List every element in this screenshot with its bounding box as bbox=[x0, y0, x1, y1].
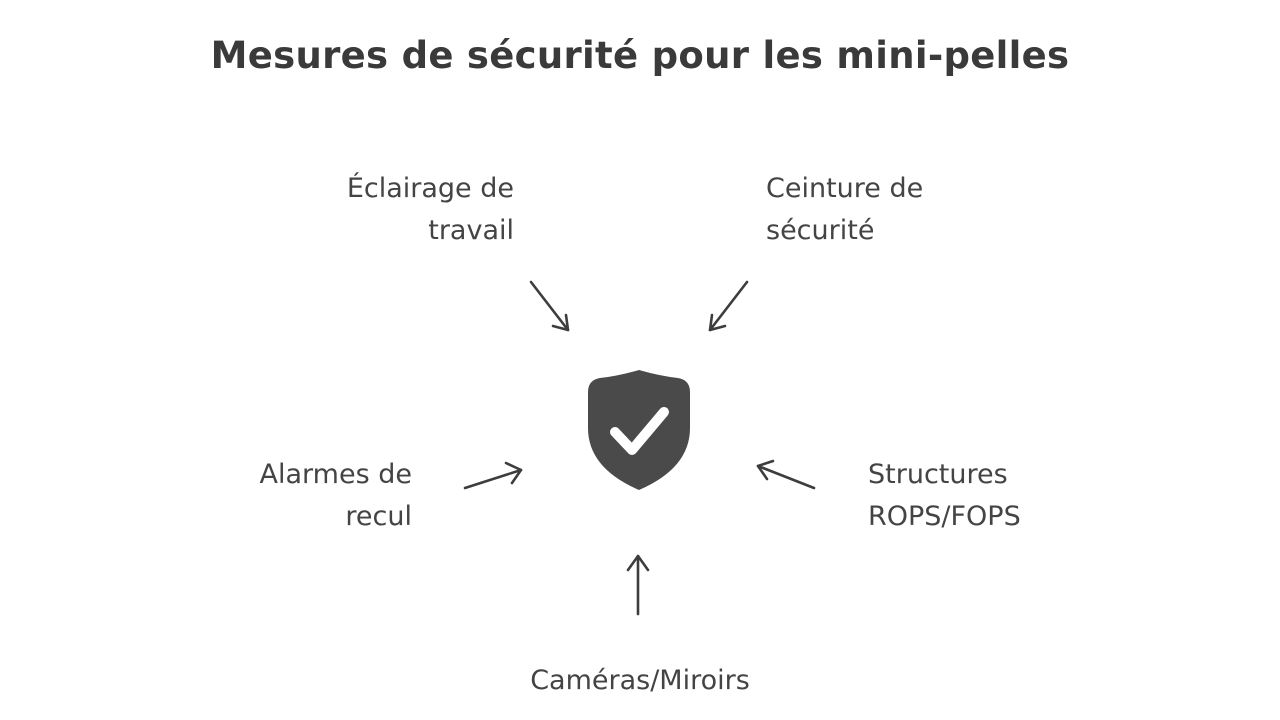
label-eclairage-de-travail: Éclairage de travail bbox=[270, 168, 514, 252]
label-ceinture-de-securite: Ceinture de sécurité bbox=[766, 168, 1026, 252]
label-line: recul bbox=[345, 501, 412, 532]
label-line: Ceinture de bbox=[766, 173, 924, 204]
label-line: Éclairage de bbox=[346, 173, 514, 204]
arrow-ceinture bbox=[708, 280, 749, 332]
label-line: Caméras/Miroirs bbox=[530, 665, 750, 696]
label-line: ROPS/FOPS bbox=[868, 501, 1021, 532]
arrow-eclairage bbox=[529, 280, 570, 332]
diagram-title: Mesures de sécurité pour les mini-pelles bbox=[210, 34, 1070, 77]
arrow-alarmes bbox=[463, 461, 523, 490]
arrow-structures bbox=[756, 459, 816, 490]
label-cameras-miroirs: Caméras/Miroirs bbox=[440, 660, 840, 702]
label-line: Structures bbox=[868, 459, 1008, 490]
label-structures-rops-fops: Structures ROPS/FOPS bbox=[868, 454, 1128, 538]
arrow-cameras bbox=[626, 554, 650, 616]
label-alarmes-de-recul: Alarmes de recul bbox=[170, 454, 412, 538]
shield-check-icon bbox=[588, 370, 690, 490]
shield-shape bbox=[588, 370, 690, 490]
label-line: travail bbox=[428, 215, 514, 246]
checkmark-icon bbox=[610, 407, 669, 455]
label-line: sécurité bbox=[766, 215, 875, 246]
label-line: Alarmes de bbox=[259, 459, 412, 490]
